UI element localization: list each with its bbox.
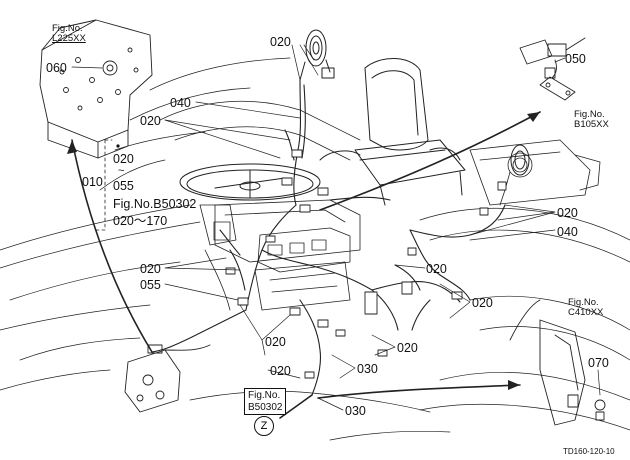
operator-seat [319,58,466,206]
view-marker-z: Z [254,416,274,436]
fig-ref-c410-line1: Fig.No. [568,297,599,308]
fig-ref-b105: Fig.No. B105XX [574,109,609,131]
fig-ref-b50302-line2: B50302 [248,401,283,413]
callout-070: 070 [588,356,609,370]
callout-020-upper: 020 [140,114,161,128]
horn-right [510,144,530,176]
callout-055: 055 [140,278,161,292]
callout-050: 050 [565,52,586,66]
callout-060: 060 [46,61,67,75]
horn-top [299,29,335,81]
part-b105-connector [519,37,586,101]
range-fig-line: Fig.No.B50302 [113,197,197,211]
fig-ref-l225-line1: Fig.No. [52,23,83,34]
fig-ref-c410-line2: C410XX [568,307,604,319]
callout-020-lower2: 020 [397,341,418,355]
callout-040-top: 040 [170,96,191,110]
tractor-body-outline [0,57,630,441]
harness-connectors [225,149,507,379]
callout-020-right2: 020 [472,296,493,310]
callout-020-lower1: 020 [265,335,286,349]
fig-ref-b105-line2: B105XX [574,119,609,131]
left-rear-frame [199,204,237,311]
wiring-harness [151,79,506,396]
fig-ref-l225: Fig.No. L225XX [52,23,86,45]
leader-lines [71,44,601,411]
arrow-heads [67,112,540,390]
callout-030-lower: 030 [345,404,366,418]
document-id: TD160-120-10 [563,447,615,456]
instrument-panel [214,199,361,311]
callout-020-top: 020 [270,35,291,49]
reference-arrows [71,111,541,419]
steering-wheel [179,163,321,201]
callout-020-right1: 020 [557,206,578,220]
fig-ref-l225-line2: L225XX [52,33,86,45]
fig-ref-c410: Fig.No. C410XX [568,297,604,319]
fig-ref-b105-line1: Fig.No. [574,109,605,120]
range-tilde: ~ [118,165,125,177]
dashed-bracket [94,139,106,231]
callout-020-lower3: 020 [270,364,291,378]
range-fig-range: 020～170 [113,214,168,228]
fig-ref-b50302-line1: Fig.No. [248,390,281,401]
part-relay-block [124,344,211,413]
callout-030-upper: 030 [357,362,378,376]
callout-010: 010 [82,175,103,189]
fig-ref-b50302-box: Fig.No. B50302 [244,388,287,415]
callout-020-mid: 020 [426,262,447,276]
range-start: 020 [113,152,134,166]
callout-020-mid-left: 020 [140,262,161,276]
range-dot [116,144,120,148]
range-end: 055 [113,179,134,193]
part-c410-bracket [509,299,606,426]
right-fender-assembly [469,139,601,206]
callout-040-right: 040 [557,225,578,239]
